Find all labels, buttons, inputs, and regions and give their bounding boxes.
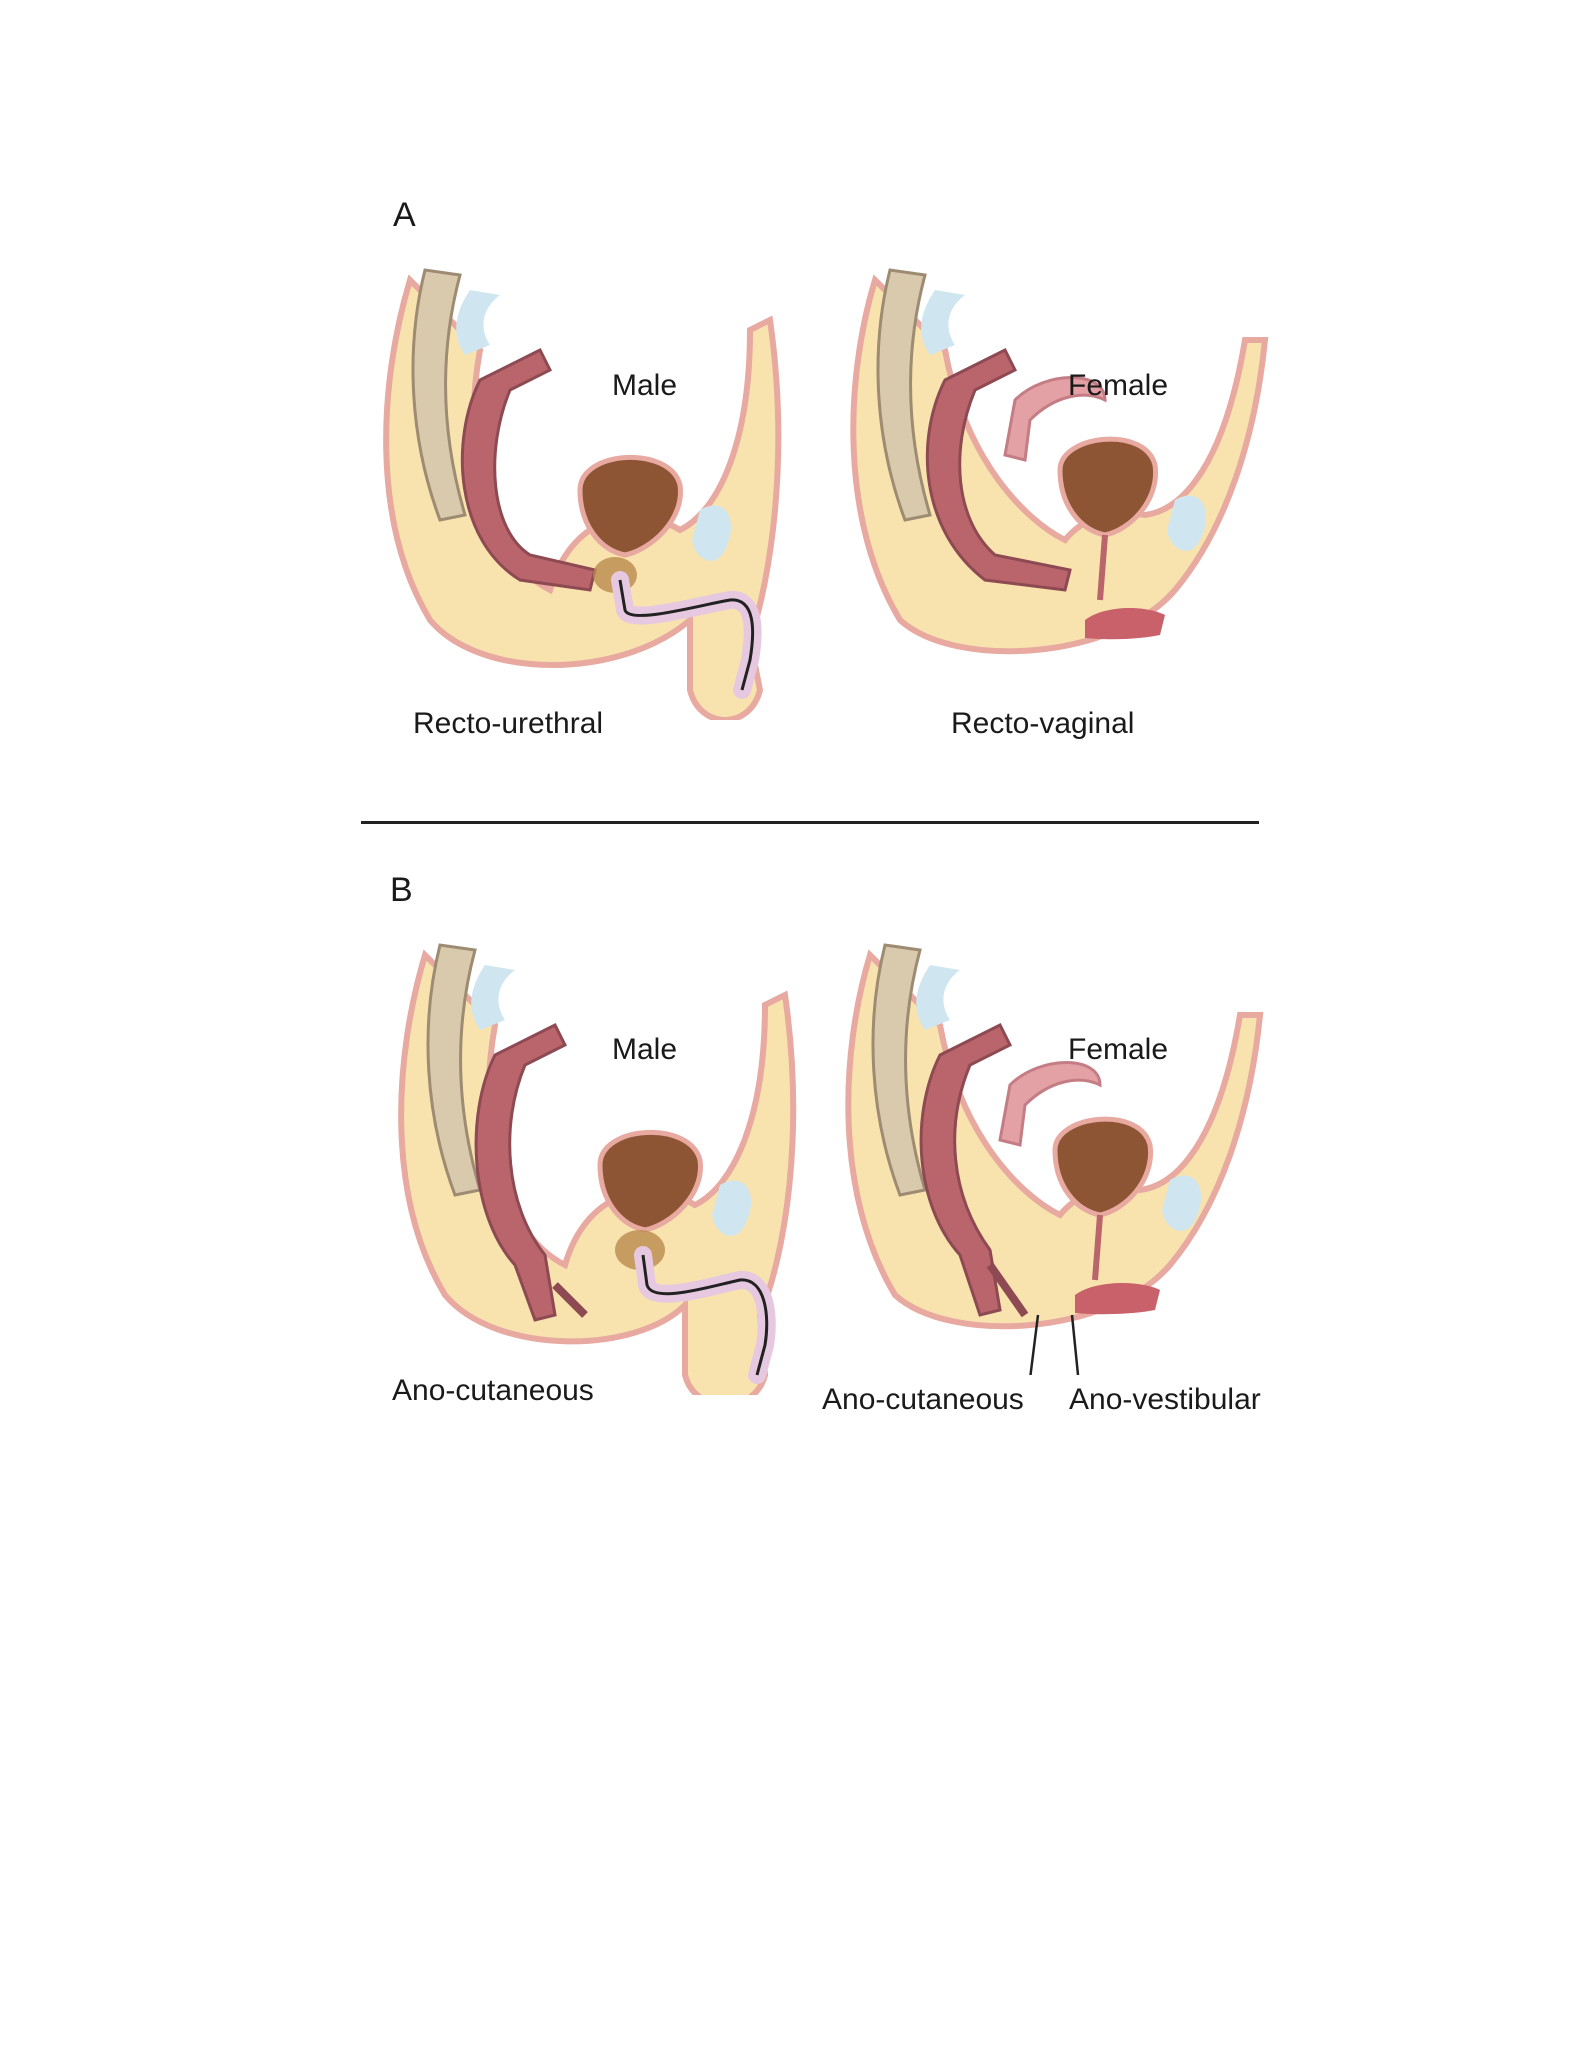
figure-label-female-b: Female [1068, 1033, 1169, 1066]
female-pelvis-illustration-a [850, 268, 1269, 655]
figure-caption-ano-cutaneous-male: Ano-cutaneous [392, 1374, 594, 1407]
figure-caption-recto-urethral: Recto-urethral [413, 707, 604, 740]
figure-label-female-a: Female [1068, 369, 1169, 402]
male-pelvis-illustration-a [383, 268, 782, 720]
female-pelvis-illustration-b [845, 943, 1264, 1375]
panel-divider [361, 821, 1259, 824]
figure-caption-ano-vestibular: Ano-vestibular [1069, 1383, 1261, 1416]
figure-caption-ano-cutaneous-female: Ano-cutaneous [822, 1383, 1024, 1416]
figure-caption-recto-vaginal: Recto-vaginal [951, 707, 1135, 740]
male-pelvis-illustration-b [398, 943, 797, 1395]
panel-label-b: B [390, 871, 413, 909]
figure-label-male-a: Male [612, 369, 678, 402]
figure-label-male-b: Male [612, 1033, 678, 1066]
panel-label-a: A [393, 196, 416, 234]
